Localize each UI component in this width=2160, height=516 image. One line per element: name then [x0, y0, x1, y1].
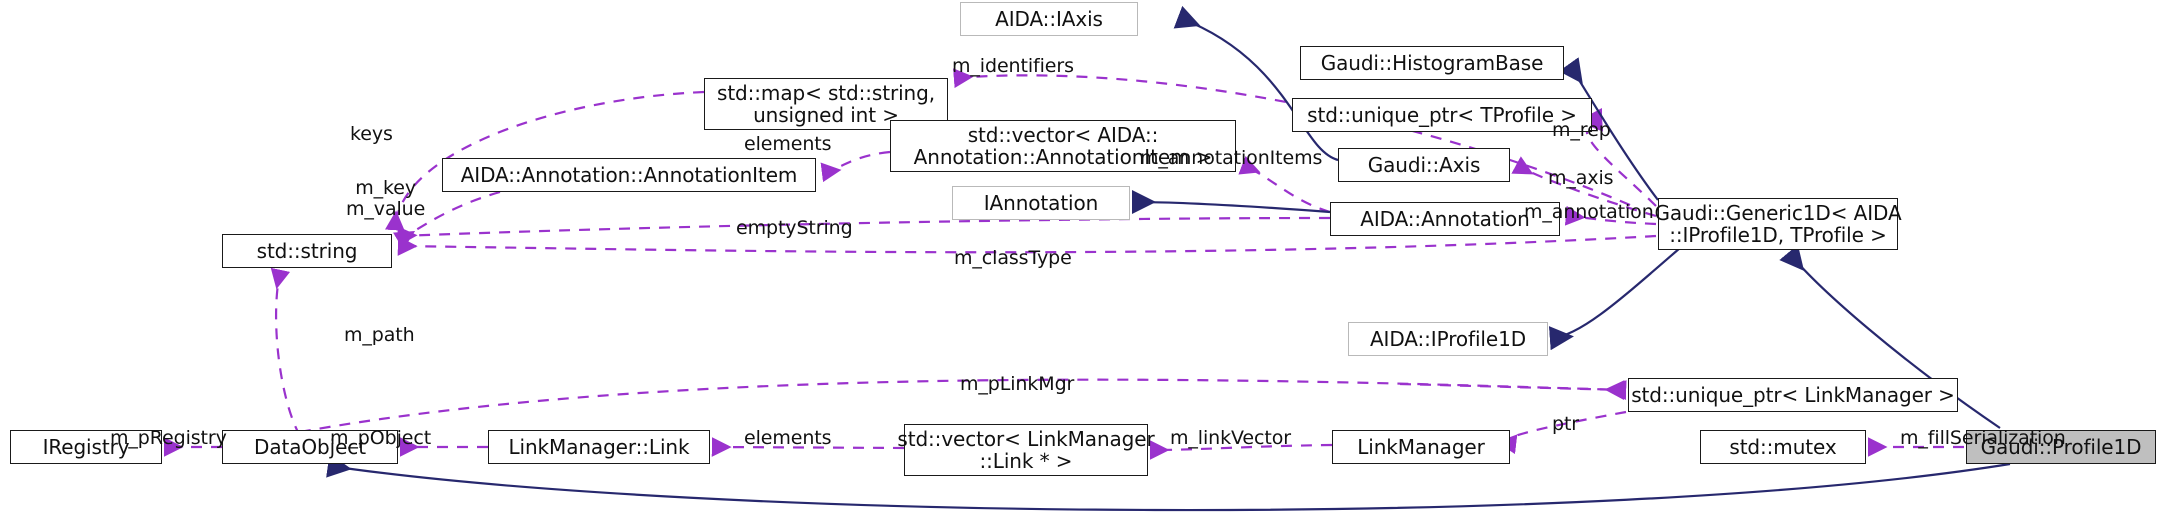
node-std-mutex[interactable]: std::mutex: [1700, 430, 1866, 464]
node-dataobject[interactable]: DataObject: [222, 430, 398, 464]
edge-label-m-annotationitems: m_annotationItems: [1140, 147, 1323, 169]
edge-label-m-rep: m_rep: [1552, 119, 1611, 141]
usage-edges-right: [1399, 380, 1625, 400]
edge-label-m-annotation: m_annotation: [1524, 201, 1654, 223]
edge-label-m-fillserialization: m_fillSerialization: [1900, 427, 2066, 449]
node-aida-annotation[interactable]: AIDA::Annotation: [1330, 202, 1560, 236]
edge-label-m-pobject: m_pObject: [330, 427, 432, 449]
inheritance-edges: [326, 5, 2011, 512]
node-linkmanager[interactable]: LinkManager: [1332, 430, 1510, 464]
node-linkmanager-link[interactable]: LinkManager::Link: [488, 430, 710, 464]
edge-label-m-axis: m_axis: [1548, 167, 1614, 189]
edge-label-m-identifiers: m_identifiers: [952, 55, 1074, 77]
node-std-vector-annotationitem[interactable]: std::vector< AIDA:: Annotation::Annotati…: [890, 120, 1236, 172]
node-std-map[interactable]: std::map< std::string, unsigned int >: [704, 78, 948, 130]
edge-label-emptystring: emptyString: [736, 217, 853, 239]
edge-label-keys: keys: [350, 123, 393, 145]
node-aida-iprofile1d[interactable]: AIDA::IProfile1D: [1348, 322, 1548, 356]
node-std-vector-linkmanager-link[interactable]: std::vector< LinkManager ::Link * >: [897, 424, 1155, 476]
node-iregistry[interactable]: IRegistry: [10, 430, 162, 464]
node-gaudi-profile1d[interactable]: Gaudi::Profile1D: [1966, 430, 2156, 464]
edge-label-ptr: ptr: [1552, 413, 1580, 435]
node-iannotation[interactable]: IAnnotation: [952, 186, 1130, 220]
node-std-string[interactable]: std::string: [222, 234, 392, 268]
node-gaudi-histogrambase[interactable]: Gaudi::HistogramBase: [1300, 46, 1564, 80]
edge-label-elements-annotation: elements: [744, 133, 832, 155]
node-unique-ptr-linkmanager[interactable]: std::unique_ptr< LinkManager >: [1628, 378, 1958, 412]
edge-label-m-path: m_path: [344, 324, 415, 346]
node-gaudi-axis[interactable]: Gaudi::Axis: [1338, 148, 1510, 182]
node-aida-annotationitem[interactable]: AIDA::Annotation::AnnotationItem: [442, 158, 816, 192]
edge-label-m-pregistry: m_pRegistry: [110, 427, 227, 449]
edge-label-m-plinkmgr: m_pLinkMgr: [960, 373, 1075, 395]
edge-label-elements-link: elements: [744, 427, 832, 449]
node-aida-iaxis[interactable]: AIDA::IAxis: [960, 2, 1138, 36]
edge-label-m-key-m-value: m_key m_value: [346, 177, 426, 220]
node-gaudi-generic1d[interactable]: Gaudi::Generic1D< AIDA ::IProfile1D, TPr…: [1654, 198, 1902, 250]
node-unique-ptr-tprofile[interactable]: std::unique_ptr< TProfile >: [1292, 98, 1592, 132]
edge-label-m-classtype: m_classType: [954, 247, 1072, 269]
edge-label-m-linkvector: m_linkVector: [1170, 427, 1291, 449]
